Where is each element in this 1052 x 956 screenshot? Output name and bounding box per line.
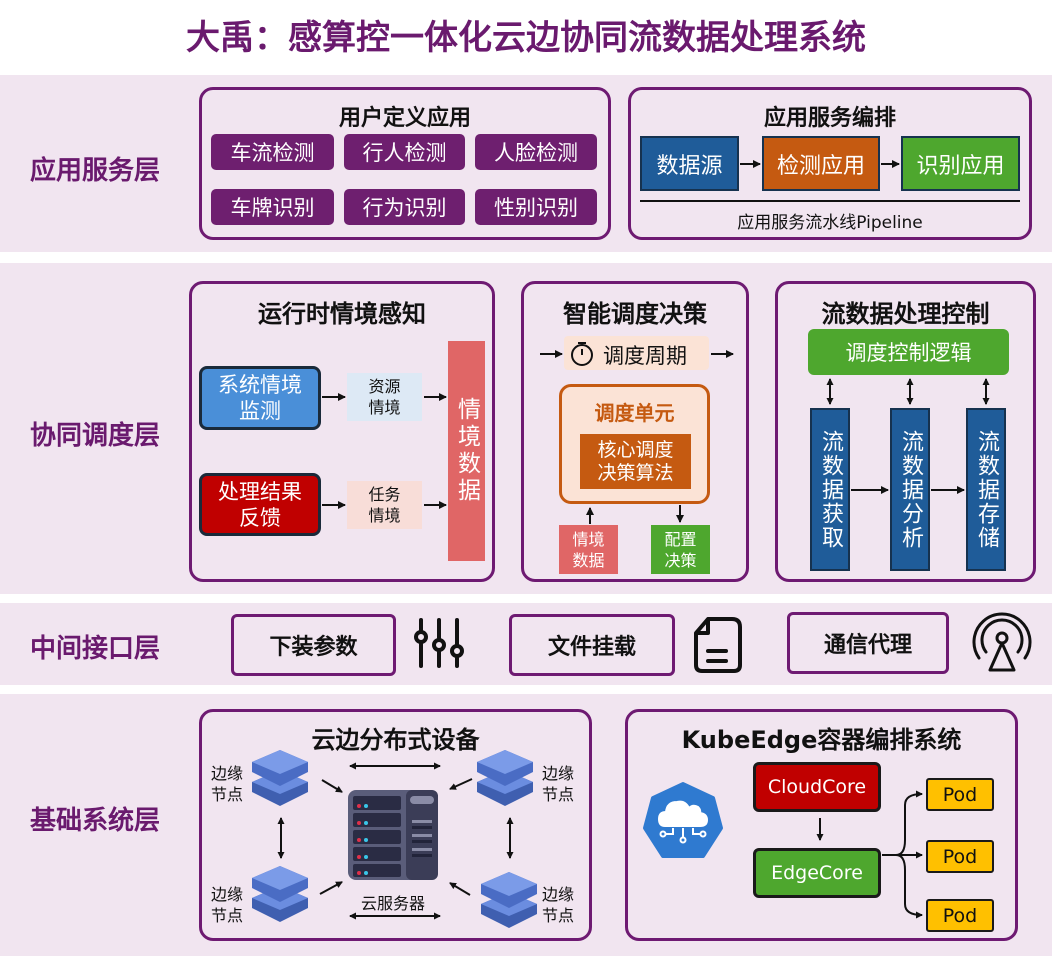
- arrow-edgecore-to-pod1: [895, 790, 923, 856]
- control-logic-box[interactable]: 调度控制逻辑: [808, 329, 1009, 375]
- pipeline-step-datasource[interactable]: 数据源: [640, 136, 739, 191]
- pod-box-3[interactable]: Pod: [926, 899, 994, 932]
- schedule-period-box: [564, 336, 709, 370]
- devices-title: 云边分布式设备: [311, 726, 480, 754]
- cloudcore-box[interactable]: CloudCore: [753, 762, 881, 812]
- edge-node-icon: [477, 750, 533, 806]
- edge-node-icon: [252, 750, 308, 806]
- app-chip-face[interactable]: 人脸检测: [475, 134, 597, 170]
- broadcast-antenna-icon: [972, 612, 1032, 672]
- layer-label-coord: 协同调度层: [29, 421, 160, 451]
- arrow-tl-to-server: [321, 779, 343, 793]
- diagram-title: 大禹：感算控一体化云边协同流数据处理系统: [186, 18, 866, 58]
- schedule-period-label: 调度周期: [603, 344, 687, 368]
- layer-label-app: 应用服务层: [29, 156, 160, 186]
- edge-node-label-tr: 边缘节点: [541, 764, 574, 804]
- pod-box-2[interactable]: Pod: [926, 840, 994, 873]
- app-chip-pedestrian[interactable]: 行人检测: [344, 134, 465, 170]
- file-mount-button[interactable]: 文件挂载: [509, 614, 675, 676]
- stream-stage-analyze[interactable]: 流数据分析: [890, 408, 930, 571]
- core-algorithm-box[interactable]: 核心调度决策算法: [580, 434, 691, 489]
- edge-node-icon: [252, 866, 308, 922]
- edgecore-box[interactable]: EdgeCore: [753, 848, 881, 898]
- edge-node-label-br: 边缘节点: [541, 885, 574, 925]
- kubeedge-title: KubeEdge容器编排系统: [681, 726, 962, 754]
- param-download-button[interactable]: 下装参数: [231, 614, 396, 676]
- document-icon: [694, 617, 742, 673]
- sliders-icon: [414, 618, 464, 668]
- edge-node-label-bl: 边缘节点: [210, 885, 243, 925]
- decision-context-data-box: 情境数据: [559, 525, 618, 574]
- context-awareness-title: 运行时情境感知: [258, 300, 426, 328]
- scheduling-decision-title: 智能调度决策: [563, 300, 707, 328]
- context-data-bar: 情境数据: [448, 341, 485, 561]
- app-chip-plate[interactable]: 车牌识别: [211, 189, 334, 225]
- orchestration-title: 应用服务编排: [763, 106, 896, 131]
- layer-label-base: 基础系统层: [29, 806, 160, 836]
- pipeline-step-detection[interactable]: 检测应用: [762, 136, 880, 191]
- resource-context-box: 资源情境: [347, 373, 422, 421]
- stopwatch-icon: [571, 342, 593, 366]
- arrow-br-to-server: [449, 882, 471, 896]
- system-monitor-box[interactable]: 系统情境监测: [199, 366, 321, 430]
- pipeline-step-recognition[interactable]: 识别应用: [901, 136, 1020, 191]
- kubeedge-cloud-logo-icon: [643, 782, 723, 858]
- arrow-tr-to-server: [449, 778, 473, 790]
- cloud-server-icon: [348, 790, 438, 880]
- stream-stage-acquire[interactable]: 流数据获取: [810, 408, 850, 571]
- app-chip-gender[interactable]: 性别识别: [475, 189, 597, 225]
- arrow-edgecore-to-pod3: [895, 854, 923, 919]
- config-decision-box: 配置决策: [651, 525, 710, 574]
- scheduling-unit-title: 调度单元: [594, 401, 675, 425]
- pod-box-1[interactable]: Pod: [926, 778, 994, 811]
- app-chip-vehicle-flow[interactable]: 车流检测: [211, 134, 334, 170]
- feedback-box[interactable]: 处理结果反馈: [199, 473, 321, 536]
- pipeline-label: 应用服务流水线Pipeline: [737, 213, 923, 233]
- cloud-server-label: 云服务器: [360, 894, 425, 913]
- comm-proxy-button[interactable]: 通信代理: [787, 612, 949, 674]
- app-chip-behavior[interactable]: 行为识别: [344, 189, 465, 225]
- edge-node-label-tl: 边缘节点: [210, 764, 243, 804]
- arrow-bl-to-server: [319, 881, 343, 895]
- stream-control-title: 流数据处理控制: [821, 300, 990, 328]
- task-context-box: 任务情境: [347, 481, 422, 529]
- layer-label-iface: 中间接口层: [29, 634, 160, 664]
- user-apps-title: 用户定义应用: [338, 106, 471, 131]
- stream-stage-store[interactable]: 流数据存储: [966, 408, 1006, 571]
- edge-node-icon: [481, 872, 537, 928]
